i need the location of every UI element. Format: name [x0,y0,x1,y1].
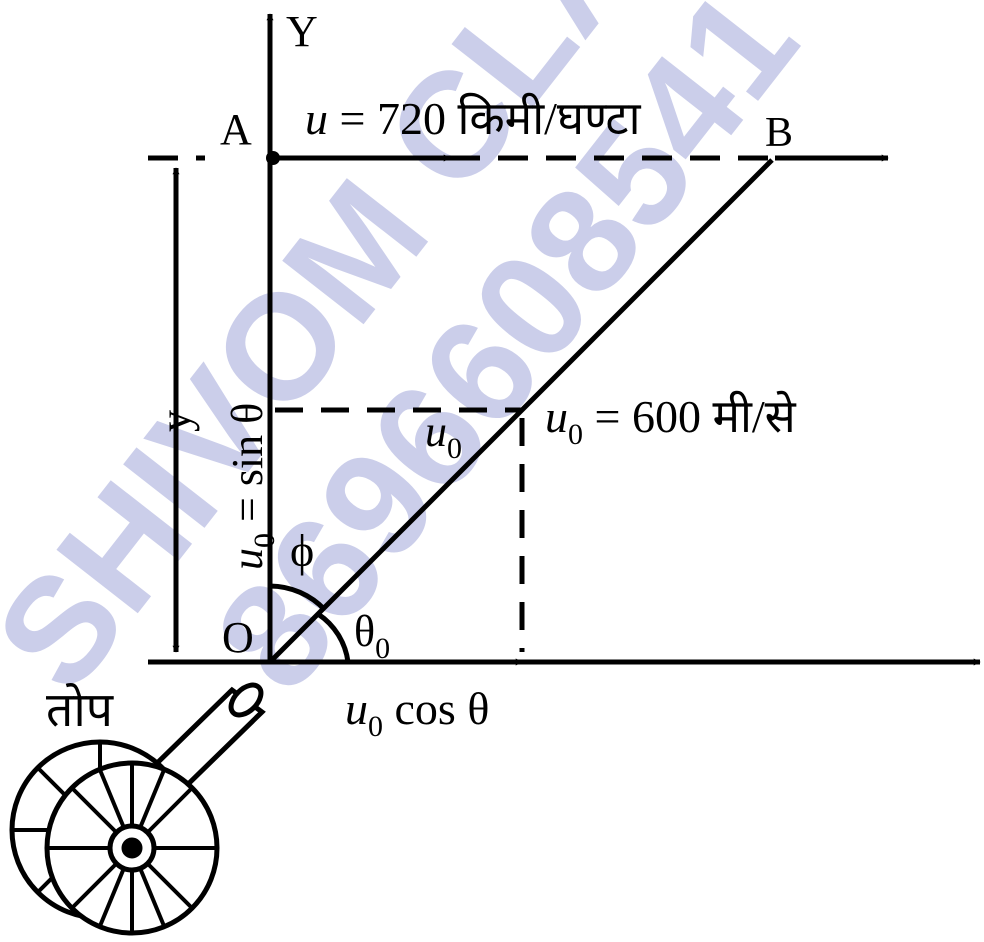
u0-line-label: u0 [425,407,462,465]
velocity-projections [275,407,525,652]
front-wheel-spokes [47,763,217,933]
u0-line-sub: 0 [447,432,462,465]
horizontal-comp-rest: cos θ [383,683,489,734]
u0-value-rest: = 600 मी/से [583,390,797,442]
angle-phi-arc [269,583,327,612]
theta0-label: θ0 [354,607,390,665]
vertical-component-label: u0 = sin θ [223,403,281,570]
velocity-u-label: u = 720 किमी/घण्टा [305,92,642,144]
vertical-comp-sub: 0 [248,533,281,548]
vertical-comp-var: u [223,548,272,570]
y-axis-label: Y [286,7,318,56]
vertical-comp-rest: = sin θ [223,403,272,533]
point-b-label: B [765,110,793,156]
horizontal-comp-var: u [345,683,368,734]
horizontal-comp-sub: 0 [368,710,383,743]
point-o-label: O [222,613,254,662]
u0-value-sub: 0 [568,418,583,451]
u0-value-label: u0 = 600 मी/से [545,390,797,451]
theta0-sub: 0 [375,632,390,665]
cannon-label: तोप [46,682,114,737]
u0-line-var: u [425,407,447,456]
velocity-u-var: u [305,93,328,144]
horizontal-component-label: u0 cos θ [345,683,489,743]
theta0-symbol: θ [354,607,375,656]
axes [148,13,981,666]
cannon-icon [9,682,266,936]
cannon-front-hub [121,837,143,859]
point-a-label: A [220,105,252,154]
point-a-dot [266,151,280,165]
cannon-muzzle [228,682,264,718]
u0-value-var: u [545,391,568,442]
y-dimension-label: y [151,410,200,432]
angle-theta-arc [316,611,351,663]
phi-label: ϕ [290,525,314,576]
velocity-u-rest: = 720 किमी/घण्टा [328,92,642,144]
